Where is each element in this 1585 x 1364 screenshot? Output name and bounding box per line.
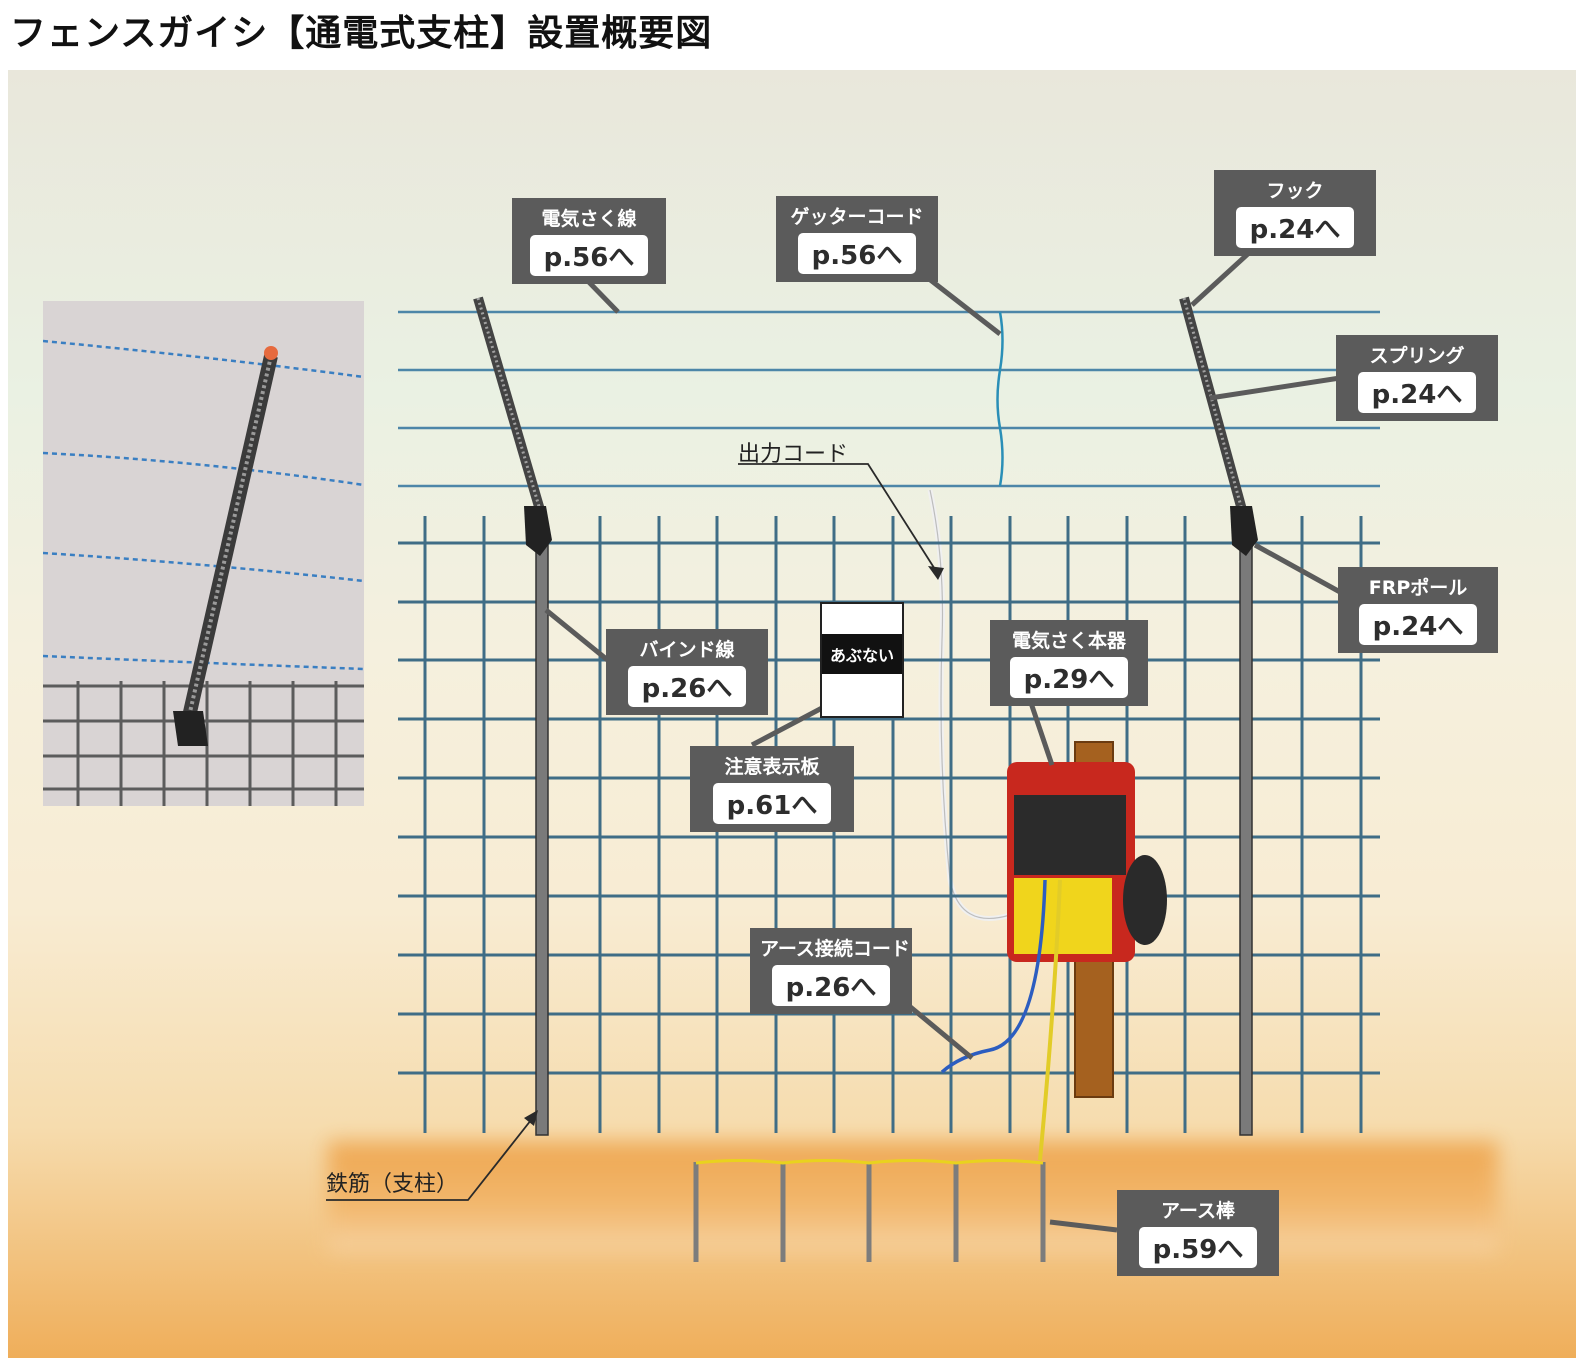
label-earth-rod: アース棒 p.59へ [1117,1190,1279,1276]
label-bind-wire-name: バインド線 [639,639,735,661]
label-electric-wire: 電気さく線 p.56へ [512,198,666,284]
label-hook: フック p.24へ [1214,170,1376,256]
label-earth-cord-name: アース接続コード [760,938,910,960]
warning-sign: あぶない [820,602,904,718]
energizer-unit [1007,762,1167,962]
label-electric-wire-page[interactable]: p.56へ [529,235,649,276]
label-warning-sign: 注意表示板 p.61へ [690,746,854,832]
label-hook-name: フック [1266,180,1324,202]
label-frp-pole-name: FRPポール [1368,577,1468,599]
label-earth-rod-page[interactable]: p.59へ [1138,1227,1258,1268]
label-electric-wire-name: 電気さく線 [541,208,637,230]
label-getter-cord-name: ゲッターコード [790,206,924,228]
frp-poles [473,296,1258,556]
page-title: フェンスガイシ【通電式支柱】設置概要図 [10,13,713,54]
label-frp-pole: FRPポール p.24へ [1338,567,1498,653]
fence-wires [398,310,1380,488]
label-energizer-name: 電気さく本器 [1011,630,1126,652]
label-getter-cord: ゲッターコード p.56へ [776,196,938,282]
label-output-cord: 出力コード [738,442,849,467]
rebar-posts [535,539,1253,1136]
label-spring-name: スプリング [1369,345,1465,367]
label-energizer: 電気さく本器 p.29へ [990,620,1148,706]
label-earth-cord: アース接続コード p.26へ [750,928,912,1014]
label-bind-wire: バインド線 p.26へ [606,629,768,715]
earth-rods [693,1162,1046,1262]
label-frp-pole-page[interactable]: p.24へ [1358,604,1478,645]
label-spring-page[interactable]: p.24へ [1357,372,1477,413]
label-spring: スプリング p.24へ [1336,335,1498,421]
label-warning-sign-name: 注意表示板 [724,756,820,778]
label-getter-cord-page[interactable]: p.56へ [797,233,917,274]
label-hook-page[interactable]: p.24へ [1235,207,1355,248]
label-rebar: 鉄筋（支柱） [326,1172,459,1197]
inset-photo [43,301,364,806]
label-earth-rod-name: アース棒 [1161,1200,1235,1222]
warning-sign-text: あぶない [822,634,902,674]
label-earth-cord-page[interactable]: p.26へ [771,965,891,1006]
label-energizer-page[interactable]: p.29へ [1009,657,1129,698]
label-bind-wire-page[interactable]: p.26へ [627,666,747,707]
label-warning-sign-page[interactable]: p.61へ [712,783,832,824]
